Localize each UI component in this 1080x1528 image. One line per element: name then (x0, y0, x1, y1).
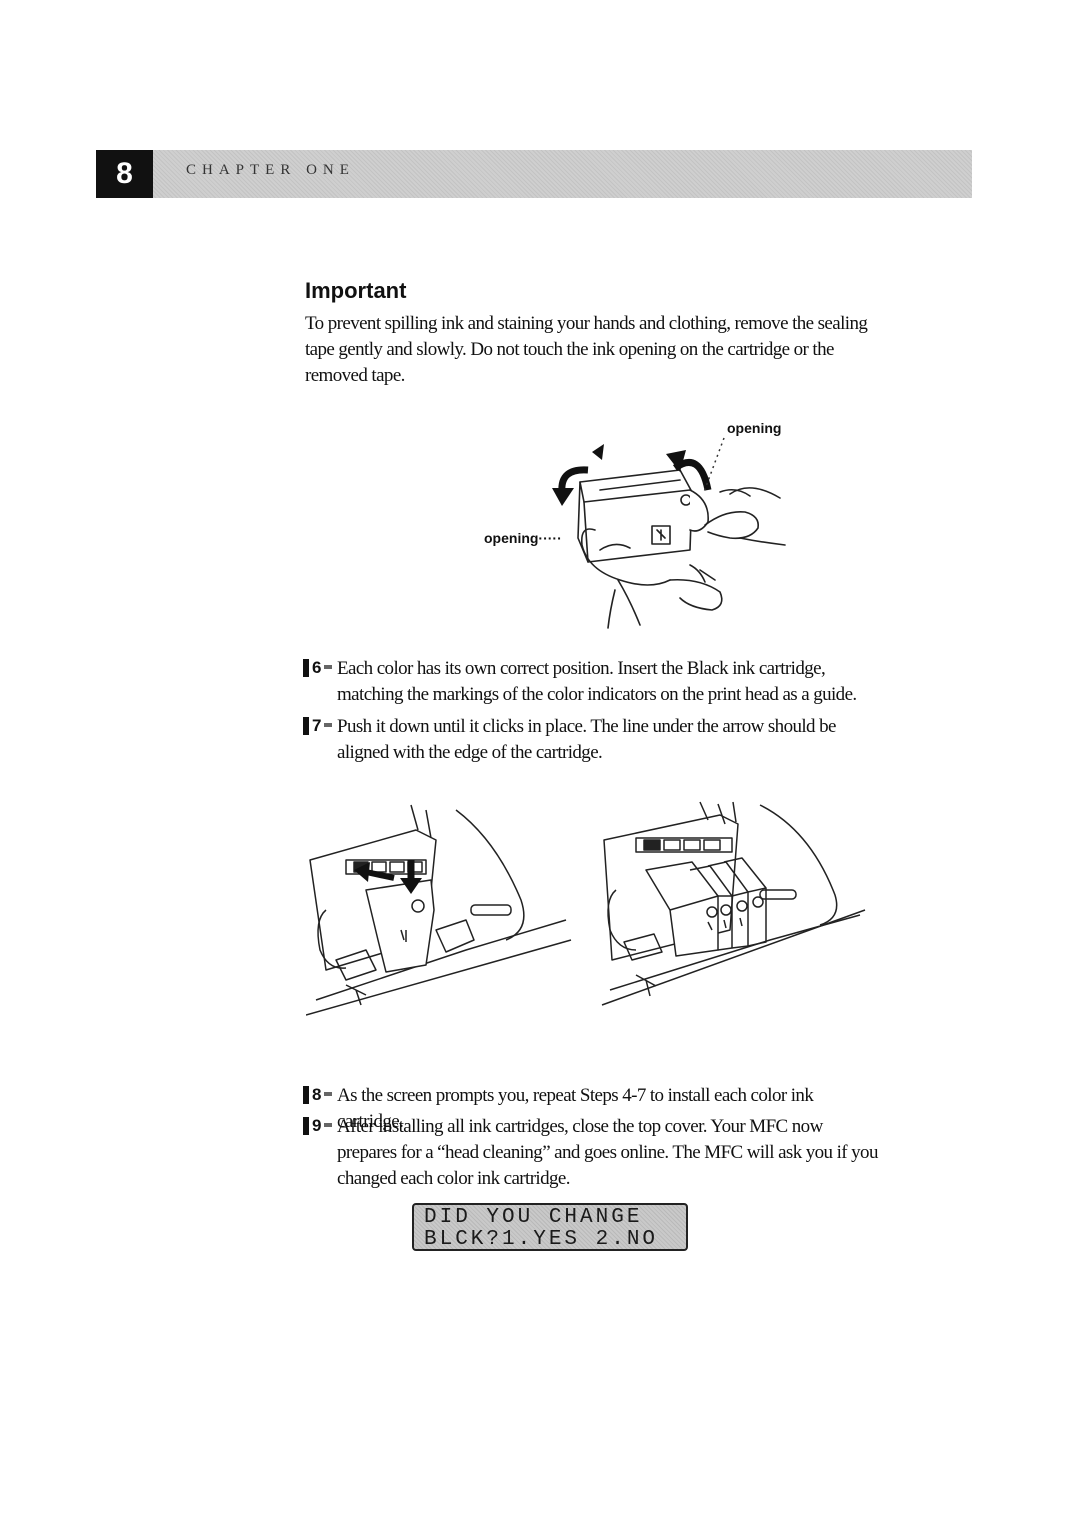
lcd-line-1: DID YOU CHANGE (424, 1206, 643, 1229)
step-8: 8 As the screen prompts you, repeat Step… (303, 1083, 880, 1135)
step-text: As the screen prompts you, repeat Steps … (337, 1085, 814, 1132)
important-heading: Important (305, 278, 407, 303)
lcd-display: DID YOU CHANGE BLCK?1.YES 2.NO (412, 1203, 688, 1251)
important-text: To prevent spilling ink and staining you… (305, 313, 868, 386)
page-number: 8 (96, 150, 153, 198)
opening-label-top: opening (727, 420, 782, 436)
all-cartridges-installed-illustration (601, 801, 866, 1006)
chapter-title: CHAPTER ONE (186, 162, 355, 178)
step-number-badge: 9 (303, 1116, 332, 1136)
step-text: Push it down until it clicks in place. T… (337, 716, 836, 763)
step-7: 7 Push it down until it clicks in place.… (303, 714, 880, 766)
step-number-badge: 8 (303, 1085, 332, 1105)
step-number-badge: 7 (303, 716, 332, 736)
step-9: 9 After installing all ink cartridges, c… (303, 1114, 880, 1192)
tape-removal-illustration (552, 437, 786, 629)
opening-label-left: opening····· (484, 530, 562, 546)
step-text: After installing all ink cartridges, clo… (337, 1116, 878, 1189)
step-6: 6 Each color has its own correct positio… (303, 656, 880, 708)
lcd-line-2: BLCK?1.YES 2.NO (424, 1228, 659, 1251)
chapter-header-bar (96, 150, 972, 198)
step-number-badge: 6 (303, 658, 332, 678)
insert-black-cartridge-illustration (306, 804, 572, 1016)
step-text: Each color has its own correct position.… (337, 658, 857, 705)
